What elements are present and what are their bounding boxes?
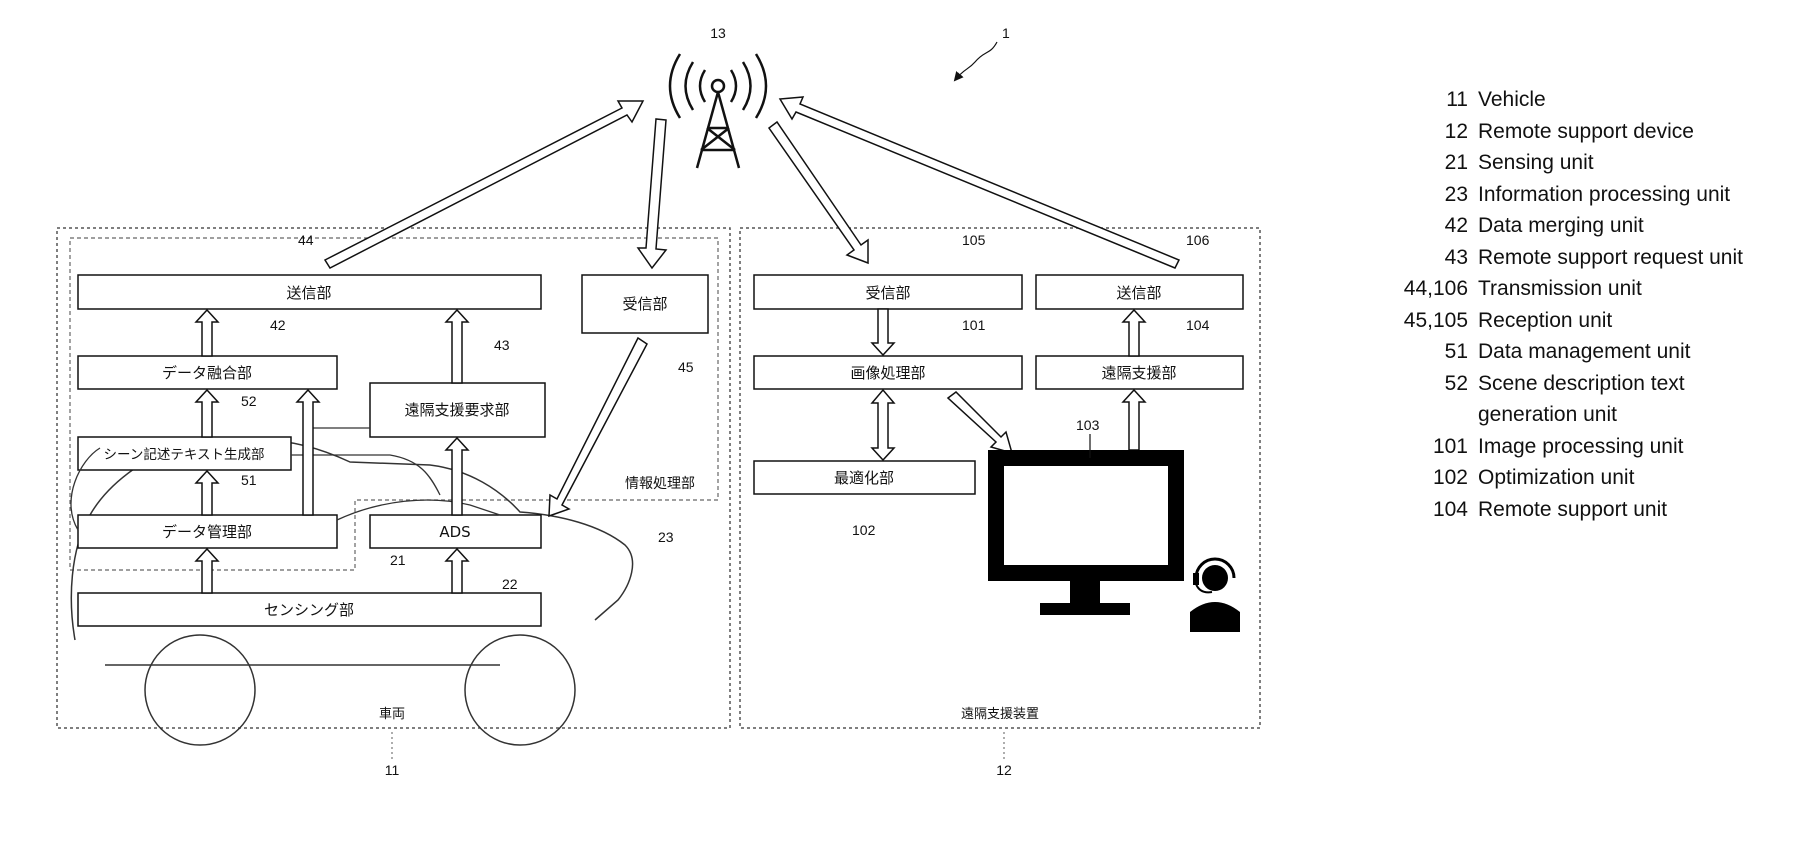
receiver-105-label: 受信部 (865, 284, 910, 302)
ref-12: 12 (996, 762, 1012, 778)
remote-request-label: 遠隔支援要求部 (404, 401, 509, 419)
legend-row: 21Sensing unit (1340, 147, 1780, 179)
transmitter-44-label: 送信部 (286, 284, 331, 302)
legend-text: Information processing unit (1478, 179, 1780, 211)
legend-row: 42Data merging unit (1340, 210, 1780, 242)
legend-text: Remote support device (1478, 116, 1780, 148)
block-scene-text-52: シーン記述テキスト生成部 (78, 437, 291, 470)
legend-text: Reception unit (1478, 305, 1780, 337)
ref-42: 42 (270, 317, 286, 333)
figure-ref-arrow (955, 42, 997, 80)
ref-104: 104 (1186, 317, 1210, 333)
block-remote-support-104: 遠隔支援部 (1036, 356, 1243, 389)
legend-text: Transmission unit (1478, 273, 1780, 305)
block-optimization-102: 最適化部 (754, 461, 975, 494)
ref-23: 23 (658, 529, 674, 545)
data-management-label: データ管理部 (162, 523, 252, 541)
legend-row: 11Vehicle (1340, 84, 1780, 116)
operator-icon (1190, 559, 1240, 632)
info-processing-label: 情報処理部 (625, 476, 695, 492)
legend-num: 102 (1340, 462, 1478, 494)
figure-ref: 1 (1002, 25, 1010, 41)
legend-num: 104 (1340, 494, 1478, 526)
ads-label: ADS (439, 523, 470, 541)
legend-num: 45,105 (1340, 305, 1478, 337)
ref-51: 51 (241, 472, 257, 488)
scene-text-label: シーン記述テキスト生成部 (104, 446, 265, 463)
legend-num: 51 (1340, 336, 1478, 368)
antenna-ref: 13 (710, 25, 726, 41)
monitor-icon (996, 458, 1176, 615)
legend-num: 11 (1340, 84, 1478, 116)
block-remote-request-43: 遠隔支援要求部 (370, 383, 545, 437)
legend-num: 21 (1340, 147, 1478, 179)
ref-22: 22 (502, 576, 518, 592)
remote-support-label: 遠隔支援部 (1101, 364, 1176, 382)
legend-text: Vehicle (1478, 84, 1780, 116)
legend-num: 12 (1340, 116, 1478, 148)
ref-102: 102 (852, 522, 876, 538)
ref-105: 105 (962, 232, 986, 248)
legend-row: 45,105Reception unit (1340, 305, 1780, 337)
legend-num: 52 (1340, 368, 1478, 431)
sensing-label: センシング部 (264, 601, 354, 619)
ref-45: 45 (678, 359, 694, 375)
optimization-label: 最適化部 (834, 469, 894, 487)
legend-text: Remote support unit (1478, 494, 1780, 526)
image-processing-label: 画像処理部 (850, 364, 925, 382)
legend-text: Sensing unit (1478, 147, 1780, 179)
legend: 11Vehicle 12Remote support device 21Sens… (1340, 84, 1780, 525)
ref-101: 101 (962, 317, 986, 333)
legend-row: 52Scene description text generation unit (1340, 368, 1780, 431)
block-receiver-45: 受信部 (582, 275, 708, 333)
data-merging-label: データ融合部 (162, 364, 252, 382)
legend-num: 43 (1340, 242, 1478, 274)
ref-52: 52 (241, 393, 257, 409)
ref-103: 103 (1076, 417, 1100, 433)
legend-text: Remote support request unit (1478, 242, 1780, 274)
legend-row: 104Remote support unit (1340, 494, 1780, 526)
vehicle-caption: 車両 (379, 707, 405, 722)
ref-11: 11 (385, 762, 400, 778)
legend-row: 44,106Transmission unit (1340, 273, 1780, 305)
block-ads-22: ADS (370, 515, 541, 548)
ref-21: 21 (390, 552, 406, 568)
legend-num: 42 (1340, 210, 1478, 242)
ref-43: 43 (494, 337, 510, 353)
block-transmitter-106: 送信部 (1036, 275, 1243, 309)
block-receiver-105: 受信部 (754, 275, 1022, 309)
block-data-management-51: データ管理部 (78, 515, 337, 548)
wireless-arrows (325, 97, 1179, 268)
legend-row: 23Information processing unit (1340, 179, 1780, 211)
legend-row: 101Image processing unit (1340, 431, 1780, 463)
legend-row: 51Data management unit (1340, 336, 1780, 368)
legend-text: Image processing unit (1478, 431, 1780, 463)
legend-text: Data merging unit (1478, 210, 1780, 242)
legend-text: Data management unit (1478, 336, 1780, 368)
antenna-icon (670, 54, 766, 168)
legend-text: Optimization unit (1478, 462, 1780, 494)
ref-44: 44 (298, 232, 314, 248)
legend-num: 101 (1340, 431, 1478, 463)
ref-106: 106 (1186, 232, 1210, 248)
legend-row: 43Remote support request unit (1340, 242, 1780, 274)
legend-num: 23 (1340, 179, 1478, 211)
legend-row: 102Optimization unit (1340, 462, 1780, 494)
remote-caption: 遠隔支援装置 (961, 707, 1039, 722)
legend-row: 12Remote support device (1340, 116, 1780, 148)
legend-num: 44,106 (1340, 273, 1478, 305)
legend-text: Scene description text generation unit (1478, 368, 1780, 431)
block-data-merging-42: データ融合部 (78, 356, 337, 389)
transmitter-106-label: 送信部 (1116, 284, 1161, 302)
block-transmitter-44: 送信部 (78, 275, 541, 309)
receiver-45-label: 受信部 (622, 295, 667, 313)
block-image-processing-101: 画像処理部 (754, 356, 1022, 389)
block-sensing-21: センシング部 (78, 593, 541, 626)
